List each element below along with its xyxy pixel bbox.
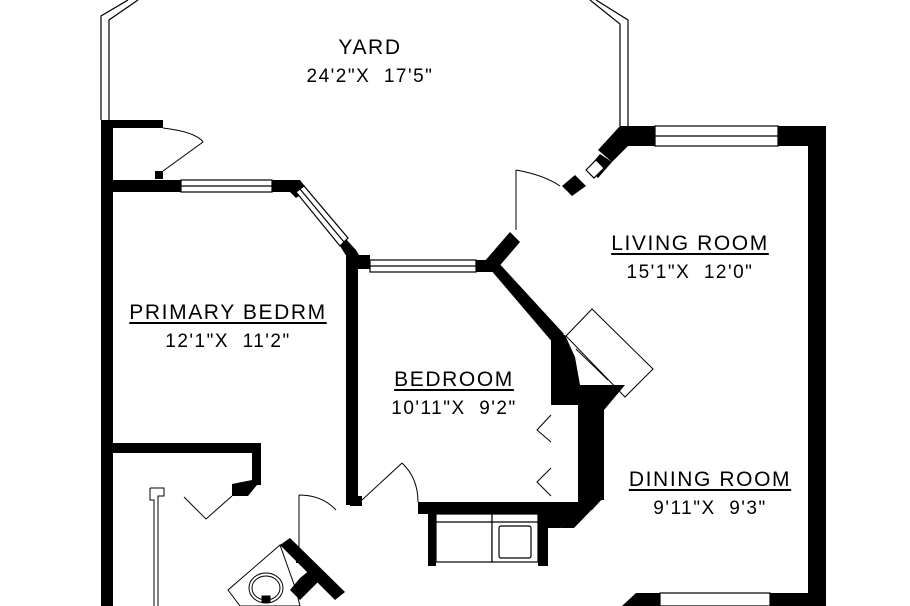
room-dimensions: 15'1"X 12'0": [626, 262, 754, 283]
walls: [101, 120, 826, 606]
door-swings: [162, 127, 561, 550]
bathroom-vanity: [227, 544, 301, 606]
yard-fence: [100, 0, 629, 126]
room-name: BEDROOM: [394, 368, 514, 391]
room-label-living-room: LIVING ROOM 15'1"X 12'0": [590, 230, 790, 288]
room-label-dining-room: DINING ROOM 9'11"X 9'3": [610, 466, 810, 524]
laundry-appliances: [435, 513, 539, 563]
room-label-bedroom: BEDROOM 10'11"X 9'2": [368, 366, 540, 424]
room-dimensions: 10'11"X 9'2": [391, 398, 517, 419]
room-label-yard: YARD 24'2"X 17'5": [260, 34, 480, 92]
room-name: LIVING ROOM: [611, 232, 769, 255]
room-label-primary-bedroom: PRIMARY BEDRM 12'1"X 11'2": [108, 299, 348, 357]
room-name: YARD: [338, 36, 402, 59]
room-dimensions: 9'11"X 9'3": [653, 498, 767, 519]
room-name: PRIMARY BEDRM: [129, 301, 327, 324]
fireplace-hearth: [565, 308, 654, 398]
room-dimensions: 12'1"X 11'2": [165, 331, 291, 352]
room-name: DINING ROOM: [628, 468, 792, 491]
closet-rod: [149, 487, 165, 606]
windows: [180, 125, 779, 606]
room-dimensions: 24'2"X 17'5": [306, 66, 434, 87]
